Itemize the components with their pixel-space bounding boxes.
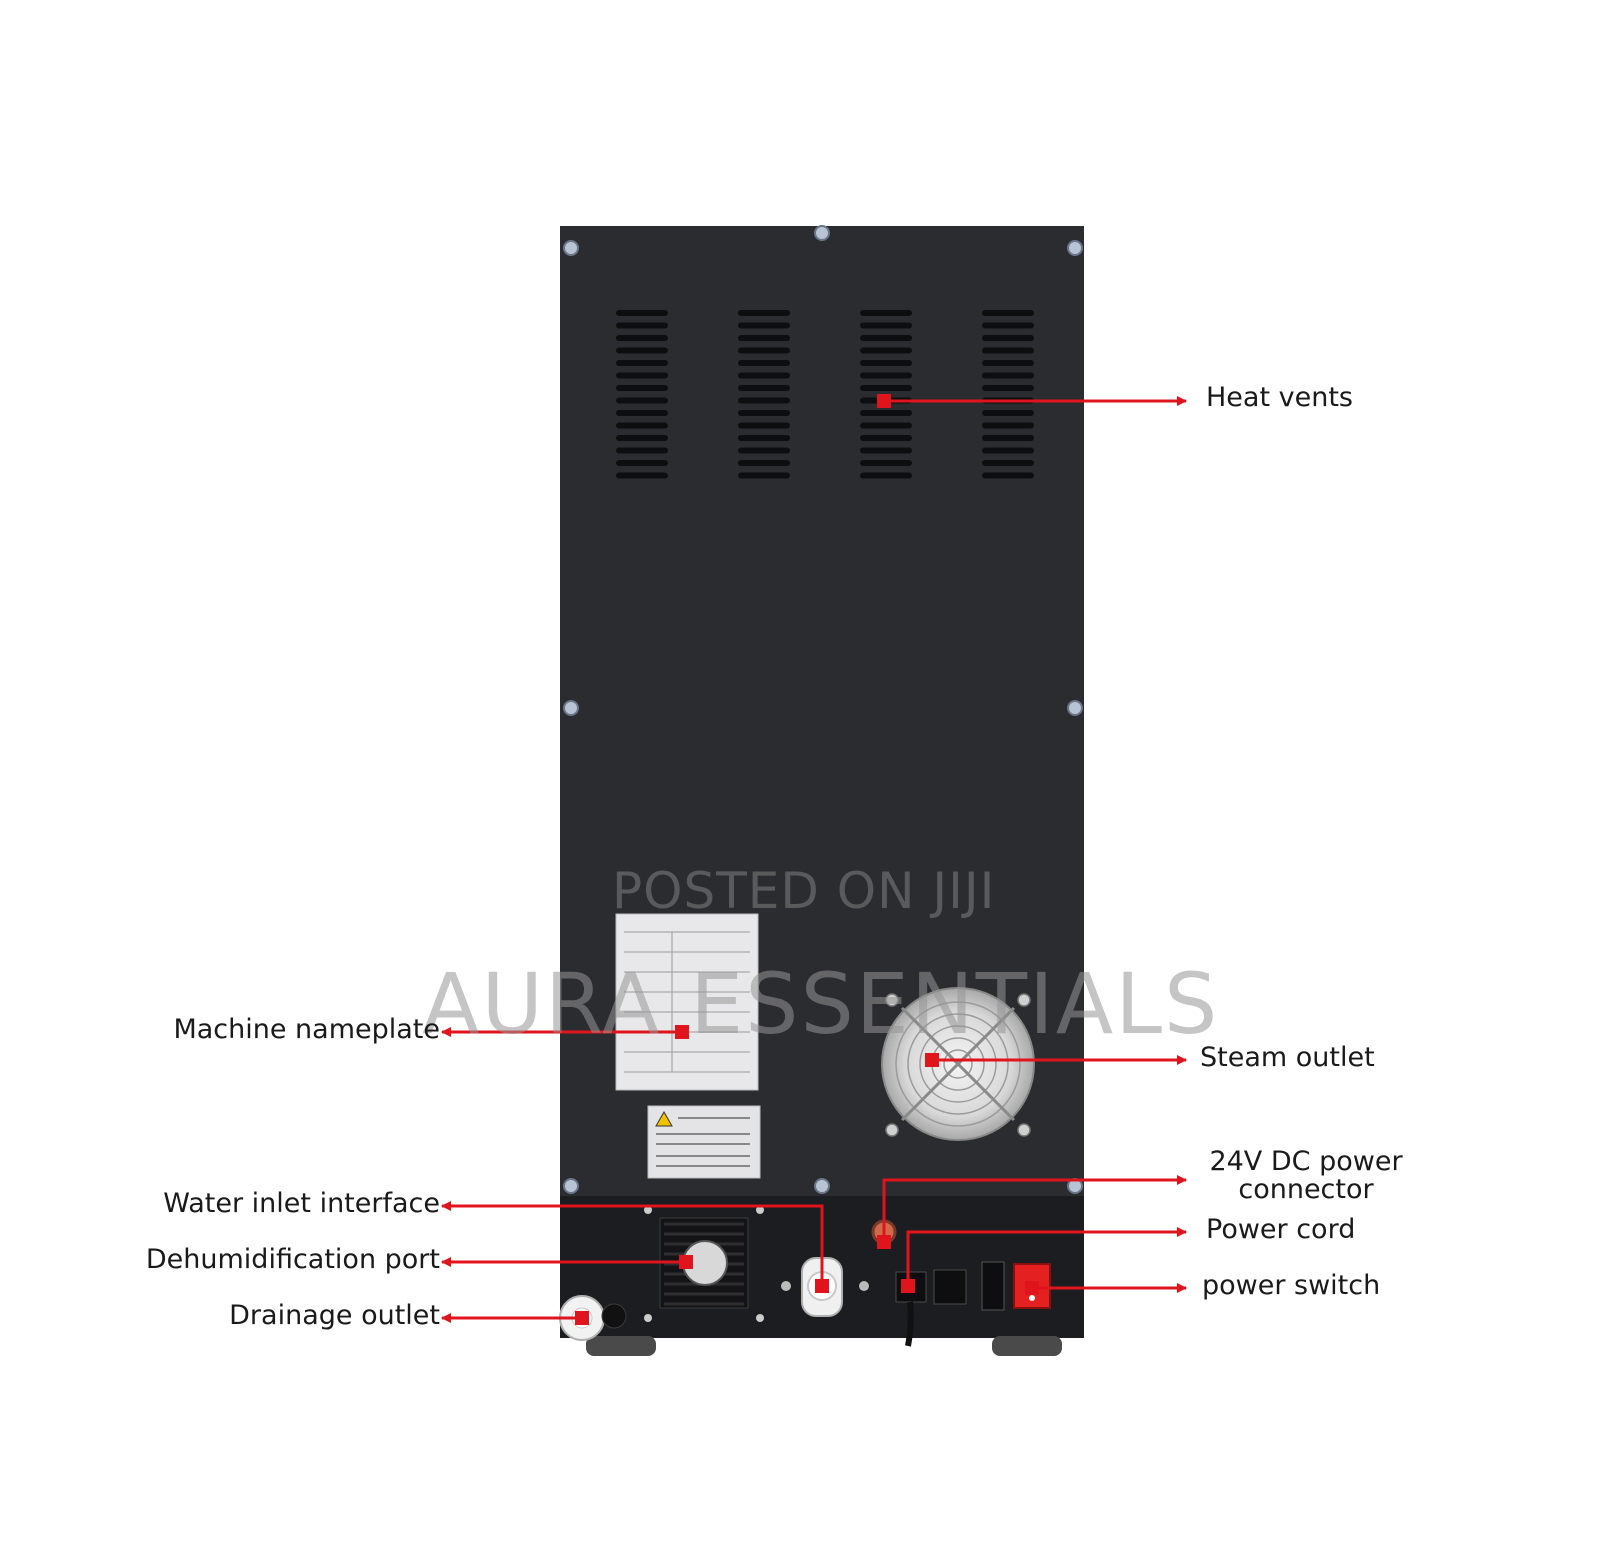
vent-slot xyxy=(860,360,912,366)
label-machine-nameplate: Machine nameplate xyxy=(173,1014,440,1045)
nameplate-sticker xyxy=(615,913,759,1091)
vent-slot xyxy=(616,447,668,454)
vent-slot xyxy=(860,310,912,316)
vent-slot xyxy=(738,335,790,341)
vent-slot xyxy=(860,347,912,354)
vent-slot xyxy=(860,460,912,466)
vent-slot xyxy=(982,322,1034,329)
vent-slot xyxy=(860,322,912,329)
vent-slot xyxy=(616,360,668,366)
vent-slot xyxy=(616,322,668,329)
vent-slot xyxy=(860,422,912,429)
vent-slot xyxy=(860,435,912,441)
vent-slot xyxy=(738,372,790,379)
label-water-inlet: Water inlet interface xyxy=(163,1188,440,1219)
callout-anchors xyxy=(575,394,1039,1325)
vent-slot xyxy=(616,460,668,466)
vent-slot xyxy=(860,472,912,479)
vent-slot xyxy=(738,397,790,404)
warning-sticker xyxy=(647,1105,761,1179)
callouts xyxy=(441,396,1187,1323)
label-dc-power-line2: connector xyxy=(1238,1174,1374,1206)
vent-slot xyxy=(738,460,790,466)
vent-slot xyxy=(738,322,790,329)
vent-slot xyxy=(982,360,1034,366)
vent-slot xyxy=(616,347,668,354)
label-dc-power-connector: 24V DC power connector xyxy=(1206,1146,1406,1206)
vent-slot xyxy=(982,310,1034,316)
vent-slot xyxy=(982,410,1034,416)
label-drainage-outlet: Drainage outlet xyxy=(229,1300,440,1331)
panel-screws xyxy=(563,225,1083,1194)
vent-slot xyxy=(982,422,1034,429)
vent-slot xyxy=(860,385,912,391)
vent-slot xyxy=(982,385,1034,391)
vent-slot xyxy=(738,310,790,316)
label-power-cord: Power cord xyxy=(1206,1214,1356,1245)
vent-slot xyxy=(738,385,790,391)
label-power-switch: power switch xyxy=(1202,1270,1381,1301)
label-dehumidification-port: Dehumidification port xyxy=(145,1244,440,1275)
vent-slot xyxy=(982,335,1034,341)
vent-slot xyxy=(738,347,790,354)
label-steam-outlet: Steam outlet xyxy=(1200,1042,1375,1073)
power-switch-housing xyxy=(981,1261,1051,1311)
vent-slot xyxy=(738,447,790,454)
heat-vents-grille xyxy=(616,310,1034,479)
vent-slot xyxy=(616,372,668,379)
vent-slot xyxy=(738,472,790,479)
power-cord-socket xyxy=(895,1269,967,1347)
vent-slot xyxy=(982,460,1034,466)
vent-slot xyxy=(982,372,1034,379)
vent-slot xyxy=(982,447,1034,454)
vent-slot xyxy=(616,472,668,479)
vent-slot xyxy=(982,435,1034,441)
dehumidification-fan-grille xyxy=(644,1206,764,1322)
vent-slot xyxy=(616,397,668,404)
callout-water-inlet xyxy=(441,1201,824,1286)
vent-slot xyxy=(860,447,912,454)
vent-slot xyxy=(738,360,790,366)
callout-dc-power xyxy=(882,1175,1187,1242)
vent-slot xyxy=(616,335,668,341)
vent-slot xyxy=(616,310,668,316)
machine-feet xyxy=(586,1336,1062,1356)
vent-slot xyxy=(860,335,912,341)
vent-slot xyxy=(616,422,668,429)
watermark-posted-on-jiji: POSTED ON JIJI xyxy=(612,862,996,920)
vent-slot xyxy=(616,385,668,391)
vent-slot xyxy=(860,372,912,379)
vent-slot xyxy=(738,435,790,441)
vent-slot xyxy=(982,472,1034,479)
vent-slot xyxy=(738,422,790,429)
steam-outlet-fan xyxy=(881,987,1035,1141)
watermark-aura-essentials: AURA ESSENTIALS xyxy=(422,955,1220,1053)
vent-slot xyxy=(616,410,668,416)
vent-slot xyxy=(616,435,668,441)
vent-slot xyxy=(738,410,790,416)
vent-slot xyxy=(860,410,912,416)
vent-slot xyxy=(982,347,1034,354)
label-dc-power-line1: 24V DC power xyxy=(1209,1146,1403,1177)
callout-power-cord xyxy=(906,1227,1187,1286)
label-heat-vents: Heat vents xyxy=(1206,382,1353,413)
